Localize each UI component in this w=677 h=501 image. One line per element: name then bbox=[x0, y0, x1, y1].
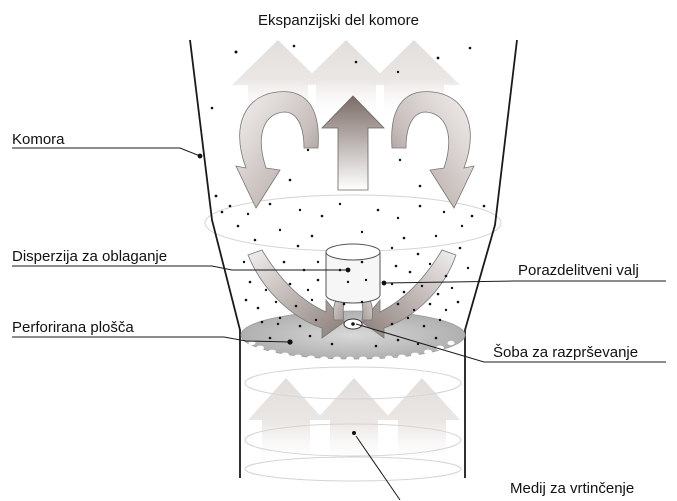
label-komora: Komora bbox=[12, 131, 65, 149]
label-disperzija: Disperzija za oblaganje bbox=[12, 248, 167, 266]
curved-arrow-icon bbox=[392, 92, 474, 208]
up-arrow-icon bbox=[316, 378, 392, 468]
label-perforirana: Perforirana plošča bbox=[12, 319, 134, 337]
curved-arrow-icon bbox=[236, 92, 318, 208]
disperzija-leader bbox=[12, 266, 348, 270]
wall-left bbox=[190, 40, 240, 478]
lower-up-arrows bbox=[248, 378, 460, 468]
label-soba: Šoba za razprševanje bbox=[493, 344, 638, 362]
diagram-title: Ekspanzijski del komore bbox=[0, 12, 677, 30]
label-medij: Medij za vrtinčenje bbox=[510, 480, 634, 498]
label-porazdelitveni: Porazdelitveni valj bbox=[518, 262, 639, 280]
spray-nozzle bbox=[344, 319, 362, 329]
distribution-cylinder bbox=[326, 244, 380, 303]
wall-right bbox=[465, 40, 517, 478]
komora-leader bbox=[12, 148, 200, 156]
